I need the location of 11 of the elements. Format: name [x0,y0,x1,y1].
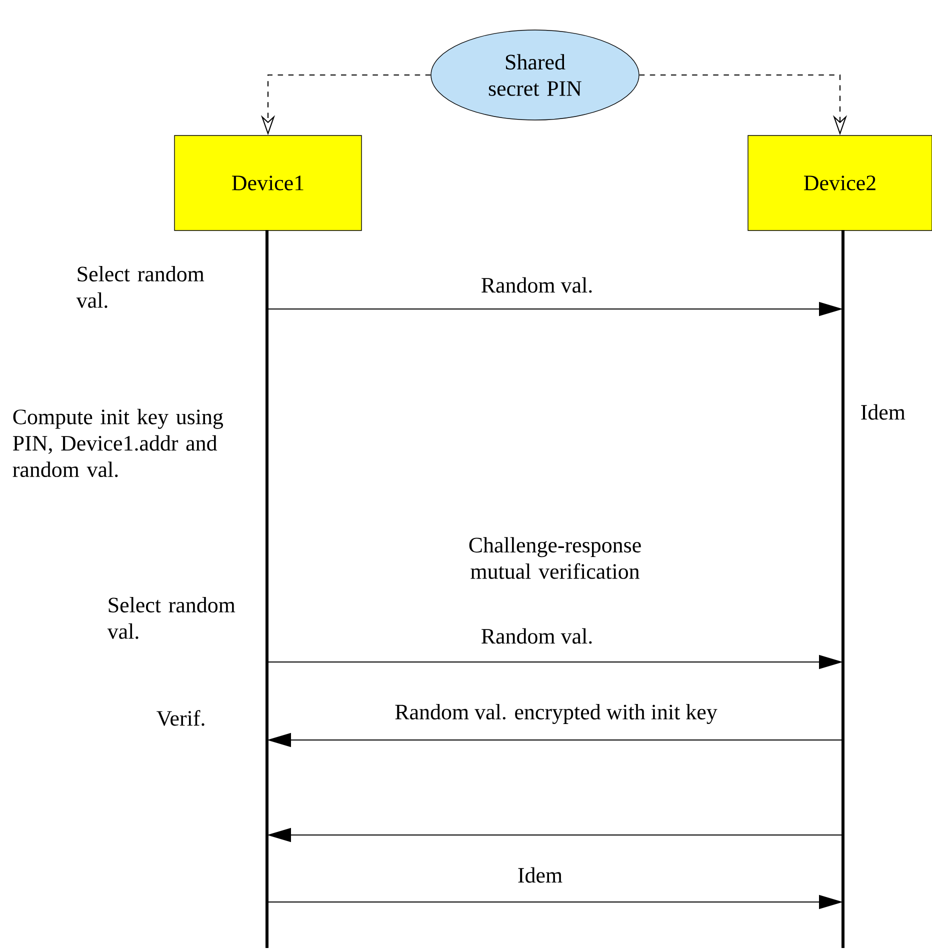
annotation: Compute init key using PIN, Device1.addr and random val. [12,408,224,478]
device-box: Device1 [174,135,362,231]
edge-label: Random val. encrypted with init key [392,702,720,726]
edge-label: Random val. [479,626,595,646]
annotation: Select random val. [76,266,204,308]
edge-label: Random val. [479,275,595,295]
edge-label: Idem [516,866,564,884]
annotation: Verif. [156,710,204,726]
device-box: Device2 [748,135,932,231]
annotation: Select random val. [107,597,236,639]
annotation: Challenge-response mutual verification [469,537,641,579]
